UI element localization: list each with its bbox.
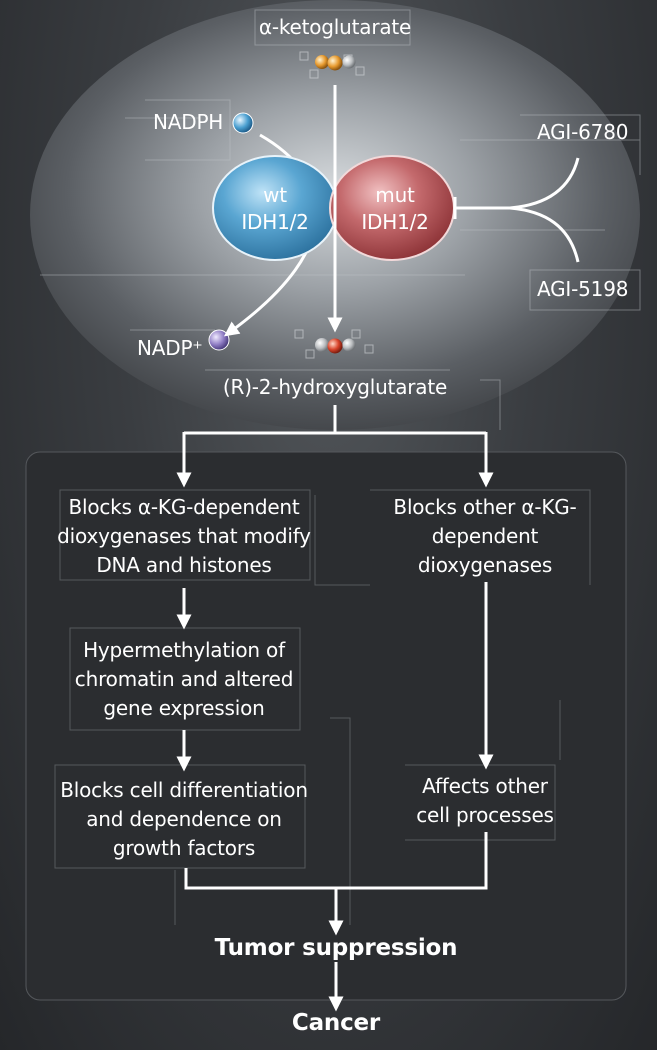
left-step1-line1: Blocks α-KG-dependent	[68, 495, 300, 519]
left-step2-line2: chromatin and altered	[74, 667, 294, 691]
agi5198-label: AGI-5198	[537, 277, 629, 301]
alpha-kg-atom	[315, 55, 329, 69]
nadp-label: NADP⁺	[137, 336, 203, 360]
alpha-kg-atom	[342, 55, 356, 69]
right-step2-line1: Affects other	[422, 774, 548, 798]
left-step3-line2: and dependence on	[86, 807, 282, 831]
agi5198-inhibition-line	[509, 206, 580, 263]
mut-enzyme-label-line1: mut	[375, 183, 415, 207]
alpha-kg-atom	[327, 55, 343, 71]
nadp-molecule-icon	[208, 329, 230, 351]
mut-enzyme-label-line2: IDH1/2	[361, 210, 429, 234]
right-step1-line2: dependent	[431, 524, 539, 548]
two-hg-label: (R)-2-hydroxyglutarate	[222, 375, 448, 399]
left-step3-line1: Blocks cell differentiation	[60, 778, 308, 802]
left-step3-line3: growth factors	[112, 836, 256, 860]
outcome-panel	[25, 451, 627, 1001]
wt-enzyme-label-line2: IDH1/2	[241, 210, 309, 234]
cancer-label: Cancer	[291, 1010, 381, 1036]
right-step1-line1: Blocks other α-KG-	[393, 495, 577, 519]
two-hg-atom	[327, 338, 343, 354]
tumor-suppression-label: Tumor suppression	[214, 935, 458, 961]
nadph-label: NADPH	[153, 110, 224, 134]
left-step1-line3: DNA and histones	[96, 553, 272, 577]
wt-enzyme-label-line1: wt	[263, 183, 287, 207]
right-step1-line3: dioxygenases	[417, 553, 553, 577]
alpha-kg-label: α-ketoglutarate	[258, 15, 412, 39]
left-step1-line2: dioxygenases that modify	[57, 524, 311, 548]
nadph-molecule-icon	[232, 112, 254, 134]
left-step2-line3: gene expression	[103, 696, 265, 720]
agi6780-label: AGI-6780	[537, 120, 629, 144]
agi6780-inhibition-line	[509, 157, 580, 210]
left-step2-line1: Hypermethylation of	[83, 638, 285, 662]
two-hg-atom	[342, 338, 356, 352]
two-hg-atom	[315, 338, 329, 352]
right-step2-line2: cell processes	[416, 803, 554, 827]
